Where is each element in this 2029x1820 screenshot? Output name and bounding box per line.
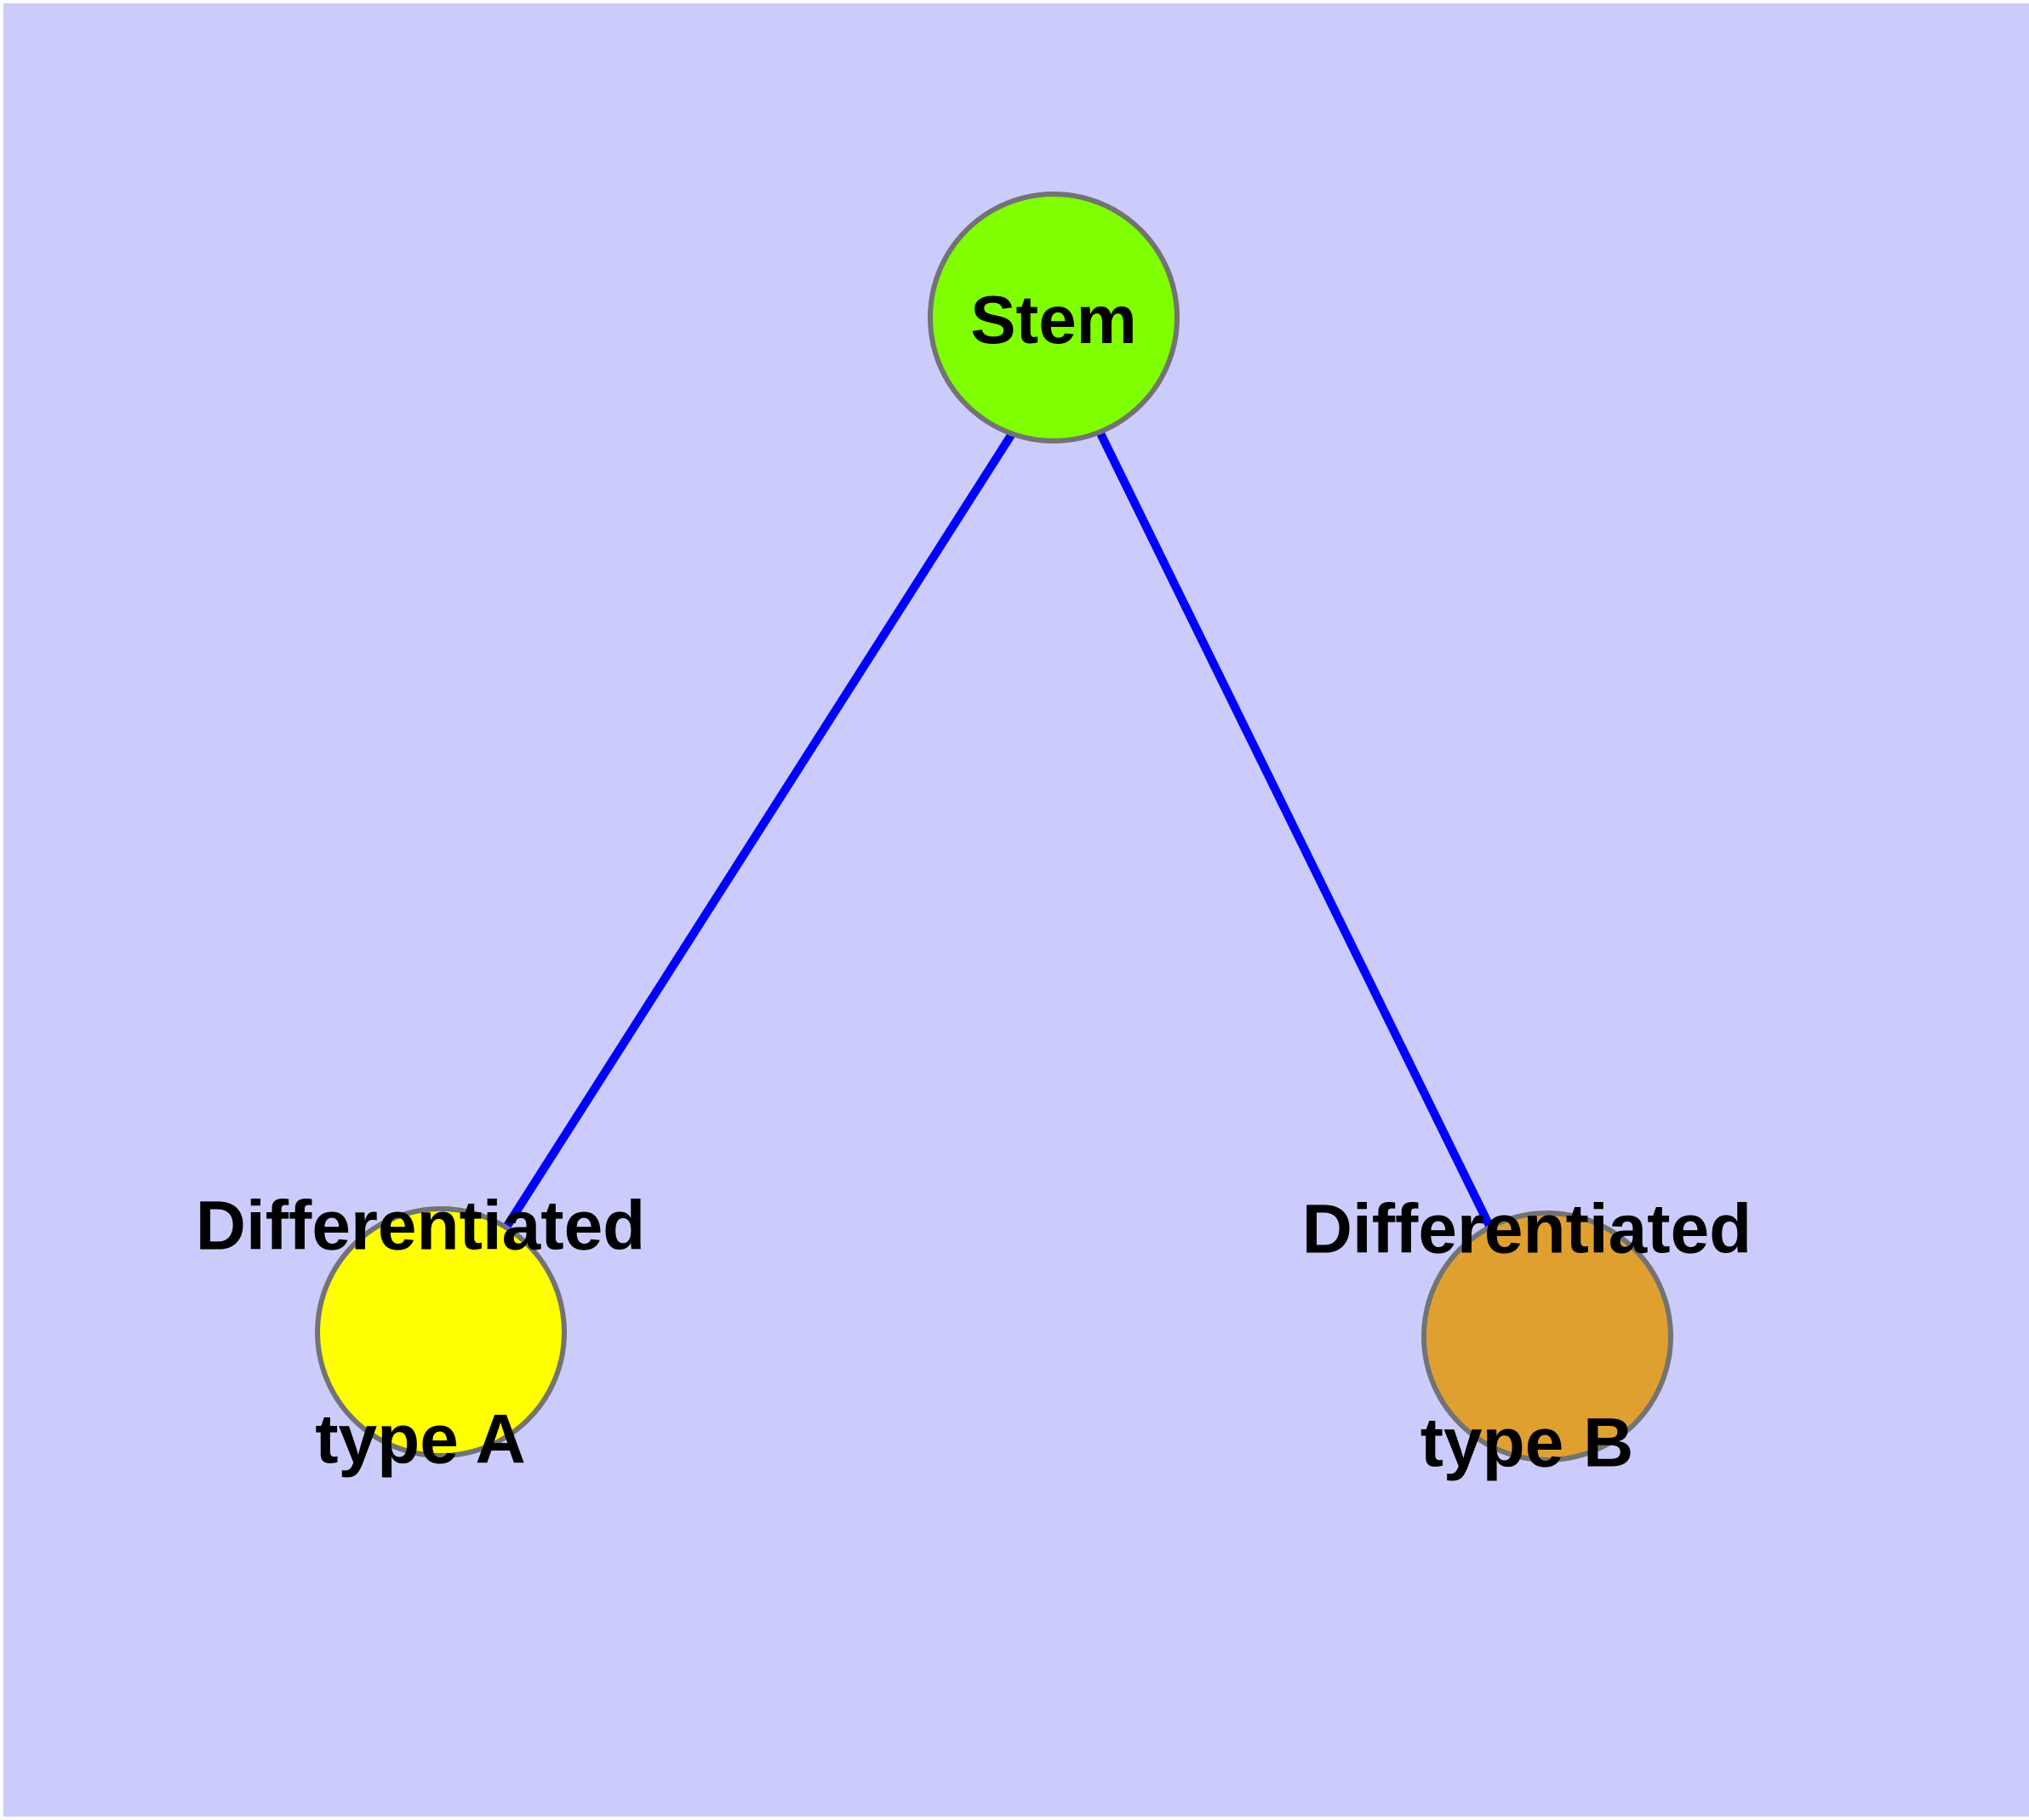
edge-stem-to-differentiated-type-b[interactable] (1095, 429, 1495, 1232)
graph-svg (315, 192, 1673, 1462)
diagram-plot-area: Stem Differentiated type A Differentiate… (3, 3, 2029, 1817)
node-differentiated-type-b[interactable] (1421, 1210, 1673, 1462)
node-layer (315, 192, 1673, 1462)
edge-layer (503, 429, 1495, 1232)
node-stem[interactable] (928, 192, 1180, 444)
node-differentiated-type-a[interactable] (315, 1206, 567, 1458)
edge-stem-to-differentiated-type-a[interactable] (503, 430, 1017, 1228)
